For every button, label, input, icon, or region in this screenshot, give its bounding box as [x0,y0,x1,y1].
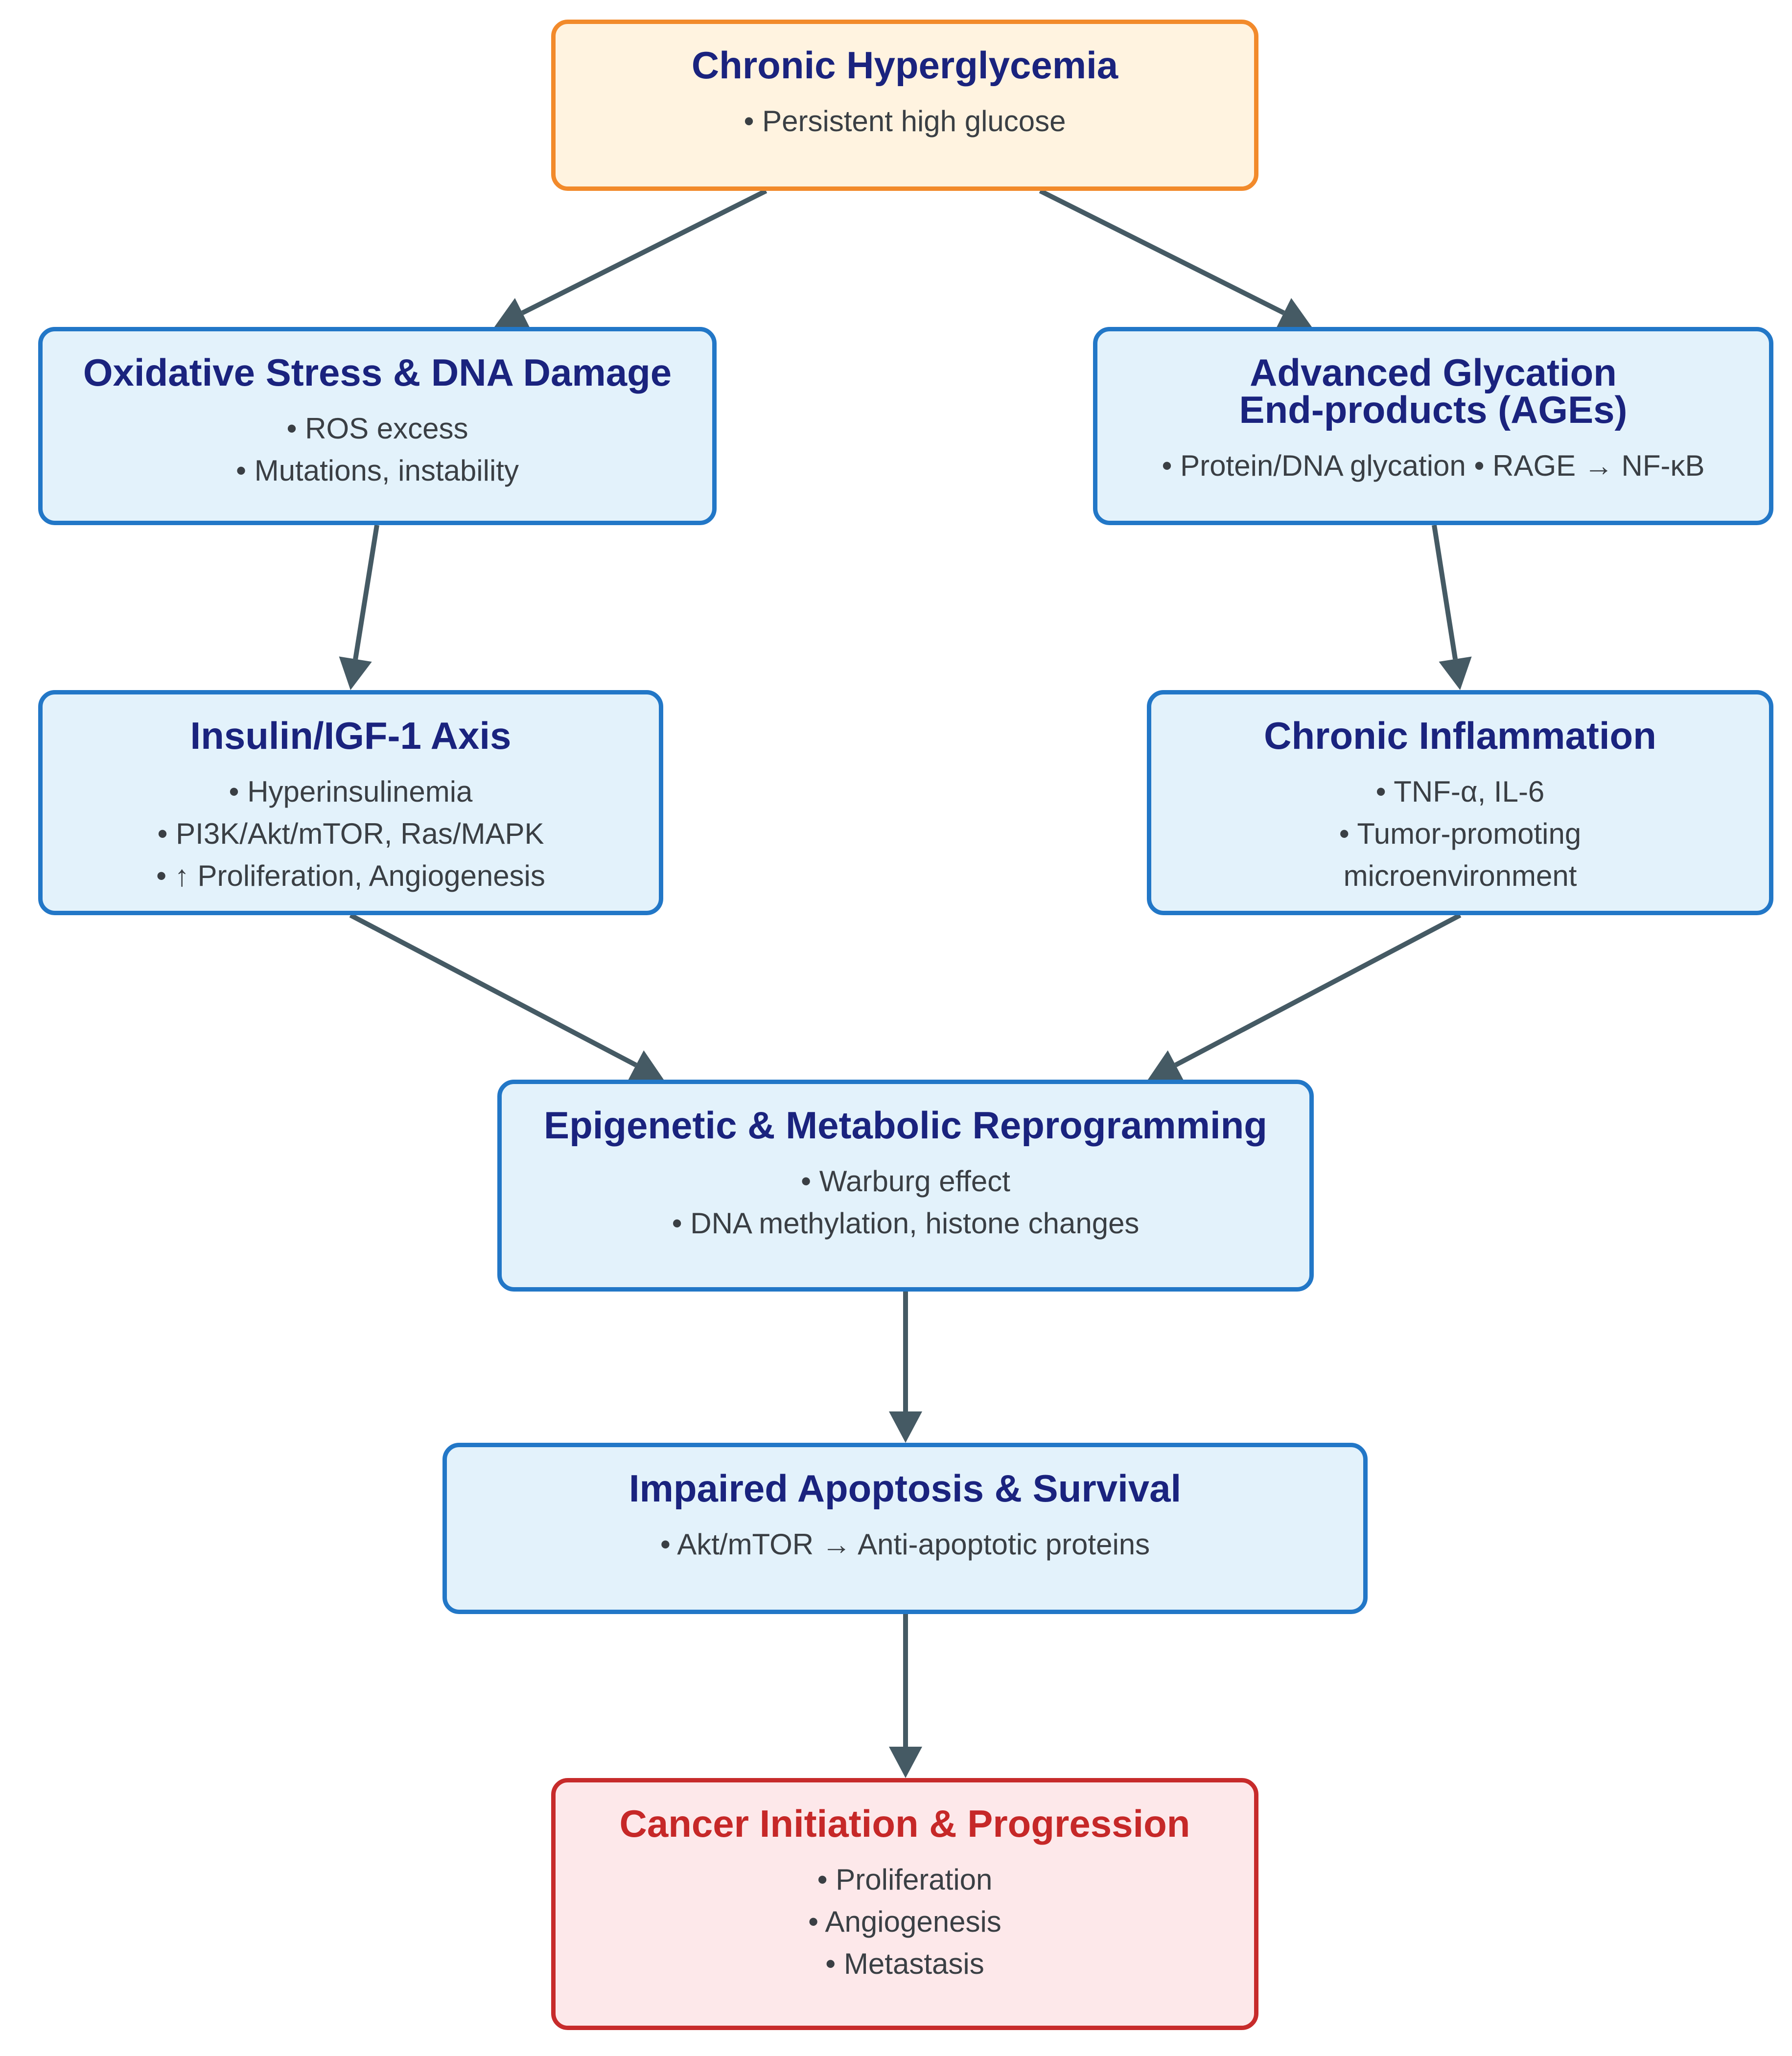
node-ages: Advanced Glycation End-products (AGEs) •… [1093,327,1773,525]
node-items: • Protein/DNA glycation • RAGE → NF-κB [1162,445,1704,487]
arrowhead-hyperglycemia-to-oxidative [494,298,530,328]
node-item: • Proliferation [817,1863,993,1896]
node-items: • ROS excess • Mutations, instability [236,408,519,492]
node-item: • Warburg effect [801,1165,1010,1198]
node-item: • DNA methylation, histone changes [672,1207,1140,1240]
edge-oxidative-to-insulin [353,525,379,660]
node-epigenetic-reprogramming: Epigenetic & Metabolic Reprogramming • W… [497,1080,1314,1292]
node-title: Impaired Apoptosis & Survival [628,1467,1182,1510]
node-items: • Proliferation • Angiogenesis • Metasta… [808,1859,1001,1985]
node-item: • Tumor-promoting [1339,817,1582,850]
node-chronic-inflammation: Chronic Inflammation • TNF-α, IL-6 • Tum… [1147,690,1773,915]
node-items: • Hyperinsulinemia • PI3K/Akt/mTOR, Ras/… [156,771,545,897]
arrowhead-epigenetic-to-apoptosis [889,1411,922,1443]
node-hyperglycemia: Chronic Hyperglycemia • Persistent high … [551,20,1258,191]
arrowhead-insulin-to-epigenetic [628,1050,664,1080]
node-cancer-progression: Cancer Initiation & Progression • Prolif… [551,1778,1258,2030]
node-items: • TNF-α, IL-6 • Tumor-promoting microenv… [1339,771,1582,897]
node-item: • Akt/mTOR → Anti-apoptotic proteins [660,1528,1150,1561]
node-title: Chronic Hyperglycemia [691,44,1118,87]
node-item: • ROS excess [286,412,468,445]
node-title: Epigenetic & Metabolic Reprogramming [544,1104,1267,1147]
node-items: • Warburg effect • DNA methylation, hist… [672,1160,1140,1245]
node-title: Insulin/IGF-1 Axis [190,714,512,757]
node-item: • Hyperinsulinemia [229,775,473,808]
node-title: Advanced Glycation End-products (AGEs) [1239,351,1628,431]
edge-group [339,188,1472,1778]
arrowhead-inflammation-to-epigenetic [1148,1050,1184,1080]
node-items: • Akt/mTOR → Anti-apoptotic proteins [660,1524,1150,1566]
node-insulin-igf1: Insulin/IGF-1 Axis • Hyperinsulinemia • … [38,690,663,915]
node-item: • ↑ Proliferation, Angiogenesis [156,859,545,892]
node-item: microenvironment [1343,859,1577,892]
node-item: • PI3K/Akt/mTOR, Ras/MAPK [157,817,544,850]
node-item: • TNF-α, IL-6 [1375,775,1545,808]
node-impaired-apoptosis: Impaired Apoptosis & Survival • Akt/mTOR… [442,1443,1368,1614]
edge-insulin-to-epigenetic [349,913,637,1067]
node-title: Cancer Initiation & Progression [619,1802,1190,1845]
edge-inflammation-to-epigenetic [1174,913,1462,1067]
arrowhead-oxidative-to-insulin [339,656,372,690]
arrowhead-hyperglycemia-to-ages [1276,298,1312,328]
node-item: • Mutations, instability [236,454,519,487]
node-title: Oxidative Stress & DNA Damage [83,351,672,394]
node-item: • Angiogenesis [808,1905,1001,1938]
node-item: • Metastasis [825,1947,984,1980]
arrowhead-apoptosis-to-cancer [889,1747,922,1778]
edge-hyperglycemia-to-ages [1039,188,1285,315]
edge-ages-to-inflammation [1432,525,1458,660]
arrowhead-ages-to-inflammation [1439,656,1472,690]
node-oxidative-stress: Oxidative Stress & DNA Damage • ROS exce… [38,327,717,525]
node-items: • Persistent high glucose [744,100,1066,142]
edge-hyperglycemia-to-oxidative [521,188,768,315]
node-item: • Persistent high glucose [744,105,1066,138]
node-title: Chronic Inflammation [1264,714,1656,757]
node-item: • Protein/DNA glycation • RAGE → NF-κB [1162,449,1705,482]
